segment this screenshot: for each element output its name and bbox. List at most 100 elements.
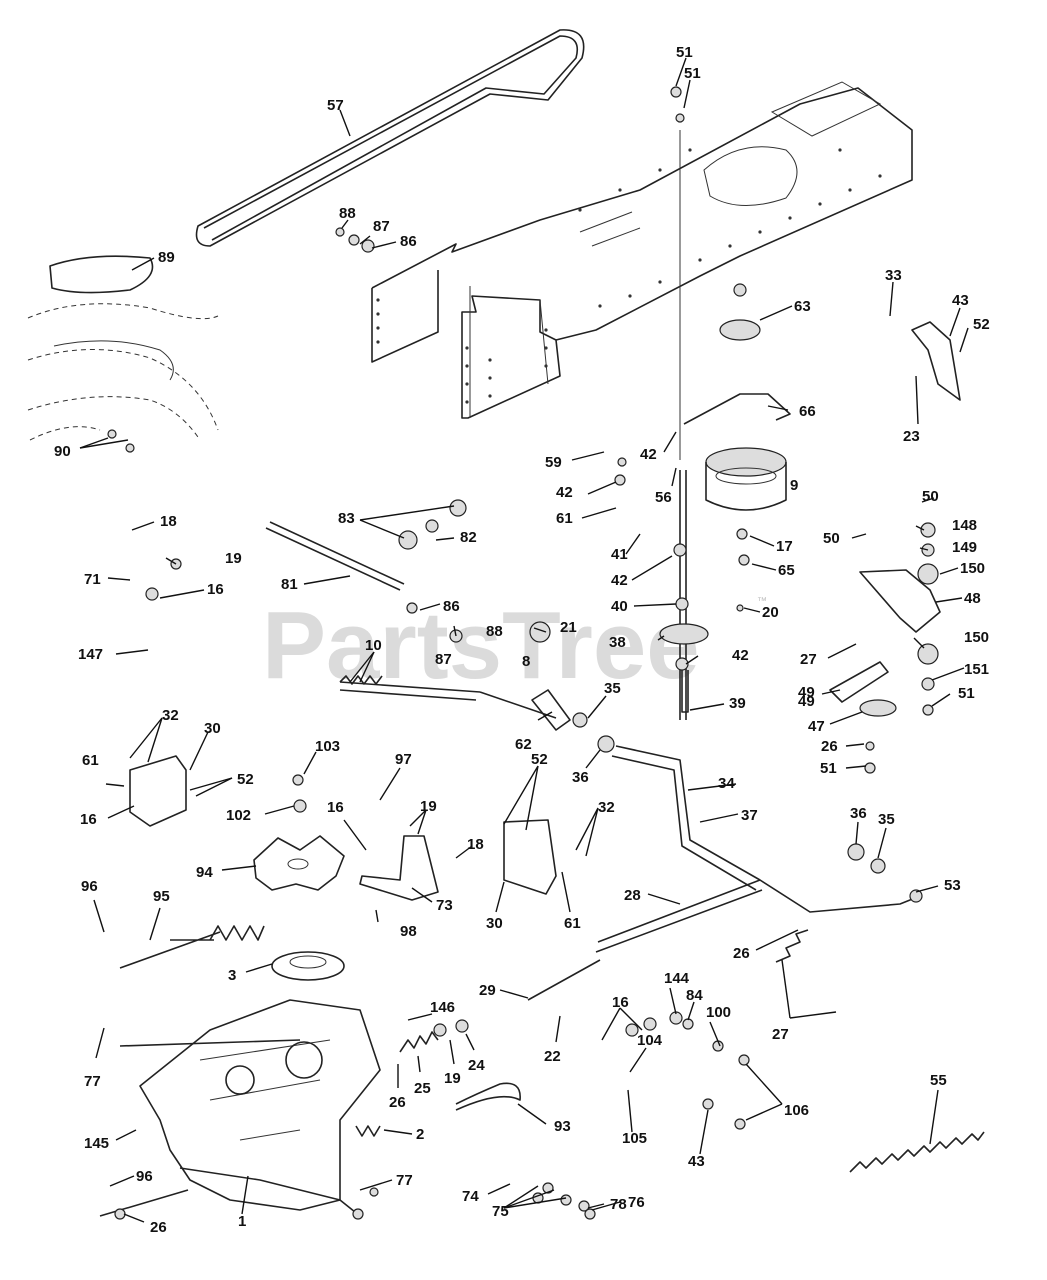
callout-label: 49: [798, 693, 815, 710]
callout-label: 22: [544, 1048, 561, 1065]
callout-label: 71: [84, 571, 101, 588]
bracket-30-left: [129, 755, 187, 827]
callout-label: 149: [952, 539, 977, 556]
bracket-48: [859, 569, 941, 633]
callout-label: 100: [706, 1004, 731, 1021]
callout-label: 50: [823, 530, 840, 547]
callout-label: 96: [81, 878, 98, 895]
callout-label: 96: [136, 1168, 153, 1185]
callout-label: 36: [850, 805, 867, 822]
callout-label: 62: [515, 736, 532, 753]
frame-part: [371, 81, 913, 419]
callout-label: 65: [778, 562, 795, 579]
callout-label: 36: [572, 769, 589, 786]
callout-label: 26: [821, 738, 838, 755]
callout-label: 10: [365, 637, 382, 654]
bracket-30-mid: [503, 819, 557, 895]
callout-label: 42: [611, 572, 628, 589]
body-shroud: [27, 255, 219, 441]
callout-label: 16: [327, 799, 344, 816]
callout-label: 150: [964, 629, 989, 646]
callout-label: 73: [436, 897, 453, 914]
callout-label: 43: [688, 1153, 705, 1170]
callout-label: 86: [443, 598, 460, 615]
callout-label: 16: [207, 581, 224, 598]
callout-label: 144: [664, 970, 690, 987]
callout-labels: 51 51 57 88 87 86 89 63 33 43 52 66 23 9…: [54, 44, 990, 1236]
callout-label: 37: [741, 807, 758, 824]
callout-label: 83: [338, 510, 355, 527]
callout-label: 88: [486, 623, 503, 640]
callout-label: 17: [776, 538, 793, 555]
callout-label: 23: [903, 428, 920, 445]
callout-label: 77: [84, 1073, 101, 1090]
callout-label: 43: [952, 292, 969, 309]
callout-label: 84: [686, 987, 703, 1004]
callout-label: 47: [808, 718, 825, 735]
shaft-62: [531, 689, 571, 731]
callout-label: 61: [82, 752, 99, 769]
transaxle-assembly: [99, 999, 381, 1217]
callout-label: 35: [878, 811, 895, 828]
pulley-3: [271, 951, 345, 981]
callout-label: 102: [226, 807, 251, 824]
callout-label: 103: [315, 738, 340, 755]
callout-label: 78: [610, 1196, 627, 1213]
callout-label: 81: [281, 576, 298, 593]
callout-label: 30: [486, 915, 503, 932]
callout-label: 9: [790, 477, 798, 494]
callout-label: 16: [612, 994, 629, 1011]
callout-label: 105: [622, 1130, 647, 1147]
callout-label: 52: [237, 771, 254, 788]
linkage-parts: [119, 130, 921, 1047]
callout-label: 95: [153, 888, 170, 905]
hose-93: [455, 1082, 521, 1111]
callout-label: 8: [522, 653, 530, 670]
callout-label: 38: [609, 634, 626, 651]
watermark-trademark: ™: [757, 596, 767, 607]
callout-label: 1: [238, 1213, 246, 1230]
callout-label: 40: [611, 598, 628, 615]
callout-label: 59: [545, 454, 562, 471]
callout-label: 19: [444, 1070, 461, 1087]
bracket-23: [911, 321, 961, 401]
callout-label: 146: [430, 999, 455, 1016]
callout-label: 66: [799, 403, 816, 420]
callout-label: 26: [150, 1219, 167, 1236]
callout-label: 61: [564, 915, 581, 932]
callout-label: 52: [531, 751, 548, 768]
callout-label: 19: [420, 798, 437, 815]
callout-label: 41: [611, 546, 628, 563]
callout-label: 51: [676, 44, 693, 61]
callout-label: 29: [479, 982, 496, 999]
callout-label: 51: [958, 685, 975, 702]
callout-label: 77: [396, 1172, 413, 1189]
callout-label: 18: [467, 836, 484, 853]
callout-label: 51: [820, 760, 837, 777]
callout-label: 50: [922, 488, 939, 505]
callout-label: 42: [556, 484, 573, 501]
callout-label: 151: [964, 661, 989, 678]
spring-25: [399, 1031, 439, 1053]
spring-2: [355, 1125, 381, 1137]
bracket-73: [359, 835, 439, 901]
callout-label: 88: [339, 205, 356, 222]
callout-label: 89: [158, 249, 175, 266]
callout-label: 24: [468, 1057, 485, 1074]
callout-label: 39: [729, 695, 746, 712]
callout-label: 87: [435, 651, 452, 668]
callout-label: 48: [964, 590, 981, 607]
spring-55: [849, 1131, 985, 1173]
callout-label: 32: [162, 707, 179, 724]
callout-label: 56: [655, 489, 672, 506]
callout-label: 2: [416, 1126, 424, 1143]
callout-label: 26: [733, 945, 750, 962]
callout-label: 30: [204, 720, 221, 737]
callout-label: 148: [952, 517, 977, 534]
callout-label: 28: [624, 887, 641, 904]
callout-label: 147: [78, 646, 103, 663]
pulley-47: [859, 699, 897, 717]
callout-label: 32: [598, 799, 615, 816]
spring-95: [209, 925, 265, 941]
callout-label: 3: [228, 967, 236, 984]
